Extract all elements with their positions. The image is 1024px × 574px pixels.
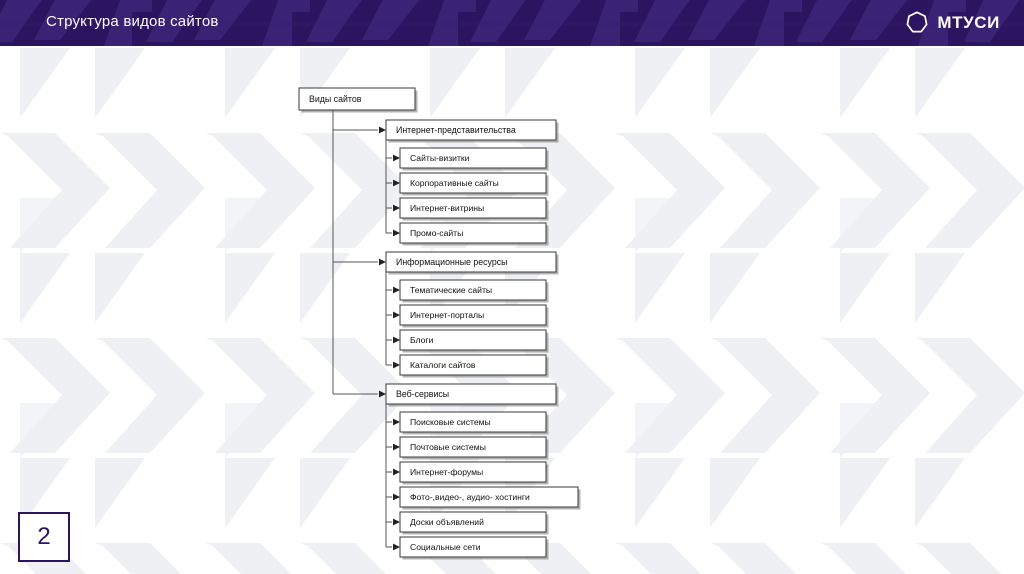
tree-node-leaf-0-1: Корпоративные сайты	[399, 172, 549, 196]
tree-node-group-2: Веб-сервисы	[385, 383, 559, 407]
node-label: Интернет-витрины	[410, 203, 484, 213]
logo-text: МТУСИ	[937, 13, 1000, 32]
node-label: Интернет-форумы	[410, 467, 483, 477]
tree-nodes: Виды сайтовИнтернет-представительстваСай…	[298, 87, 581, 560]
tree-node-leaf-2-1: Почтовые системы	[399, 436, 549, 460]
tree-node-group-1: Информационные ресурсы	[385, 251, 559, 275]
node-label: Информационные ресурсы	[396, 257, 507, 267]
tree-node-leaf-2-3: Фото-,видео-, аудио- хостинги	[399, 486, 581, 510]
node-label: Доски объявлений	[410, 517, 484, 527]
tree-node-leaf-1-2: Блоги	[399, 329, 549, 353]
node-label: Сайты-визитки	[410, 153, 470, 163]
tree-node-leaf-1-3: Каталоги сайтов	[399, 354, 549, 378]
node-label: Веб-сервисы	[396, 389, 449, 399]
node-label: Тематические сайты	[410, 285, 492, 295]
slide-header-bar: Структура видов сайтов МТУСИ	[0, 0, 1024, 46]
node-label: Почтовые системы	[410, 442, 486, 452]
tree-connectors	[332, 110, 400, 551]
tree-node-leaf-0-2: Интернет-витрины	[399, 197, 549, 221]
node-label: Промо-сайты	[410, 228, 463, 238]
tree-node-leaf-2-4: Доски объявлений	[399, 511, 549, 535]
tree-node-group-0: Интернет-представительства	[385, 119, 559, 143]
node-label: Виды сайтов	[309, 94, 362, 104]
node-label: Интернет-порталы	[410, 310, 484, 320]
node-label: Каталоги сайтов	[410, 360, 476, 370]
node-label: Поисковые системы	[410, 417, 491, 427]
node-label: Блоги	[410, 335, 434, 345]
header-pattern-icon	[0, 0, 1024, 46]
tree-node-leaf-2-5: Социальные сети	[399, 536, 549, 560]
tree-node-root: Виды сайтов	[298, 87, 418, 113]
hexagon-outline-icon	[906, 11, 928, 33]
tree-node-leaf-0-0: Сайты-визитки	[399, 147, 549, 171]
tree-node-leaf-1-1: Интернет-порталы	[399, 304, 549, 328]
node-label: Социальные сети	[410, 542, 481, 552]
node-label: Корпоративные сайты	[410, 178, 499, 188]
tree-node-leaf-2-0: Поисковые системы	[399, 411, 549, 435]
page-number-badge: 2	[18, 512, 70, 562]
node-label: Интернет-представительства	[396, 125, 516, 135]
tree-node-leaf-0-3: Промо-сайты	[399, 222, 549, 246]
page-title: Структура видов сайтов	[46, 13, 219, 30]
mtusi-logo: МТУСИ	[904, 8, 1000, 38]
node-label: Фото-,видео-, аудио- хостинги	[410, 492, 530, 502]
tree-node-leaf-2-2: Интернет-форумы	[399, 461, 549, 485]
tree-node-leaf-1-0: Тематические сайты	[399, 279, 549, 303]
